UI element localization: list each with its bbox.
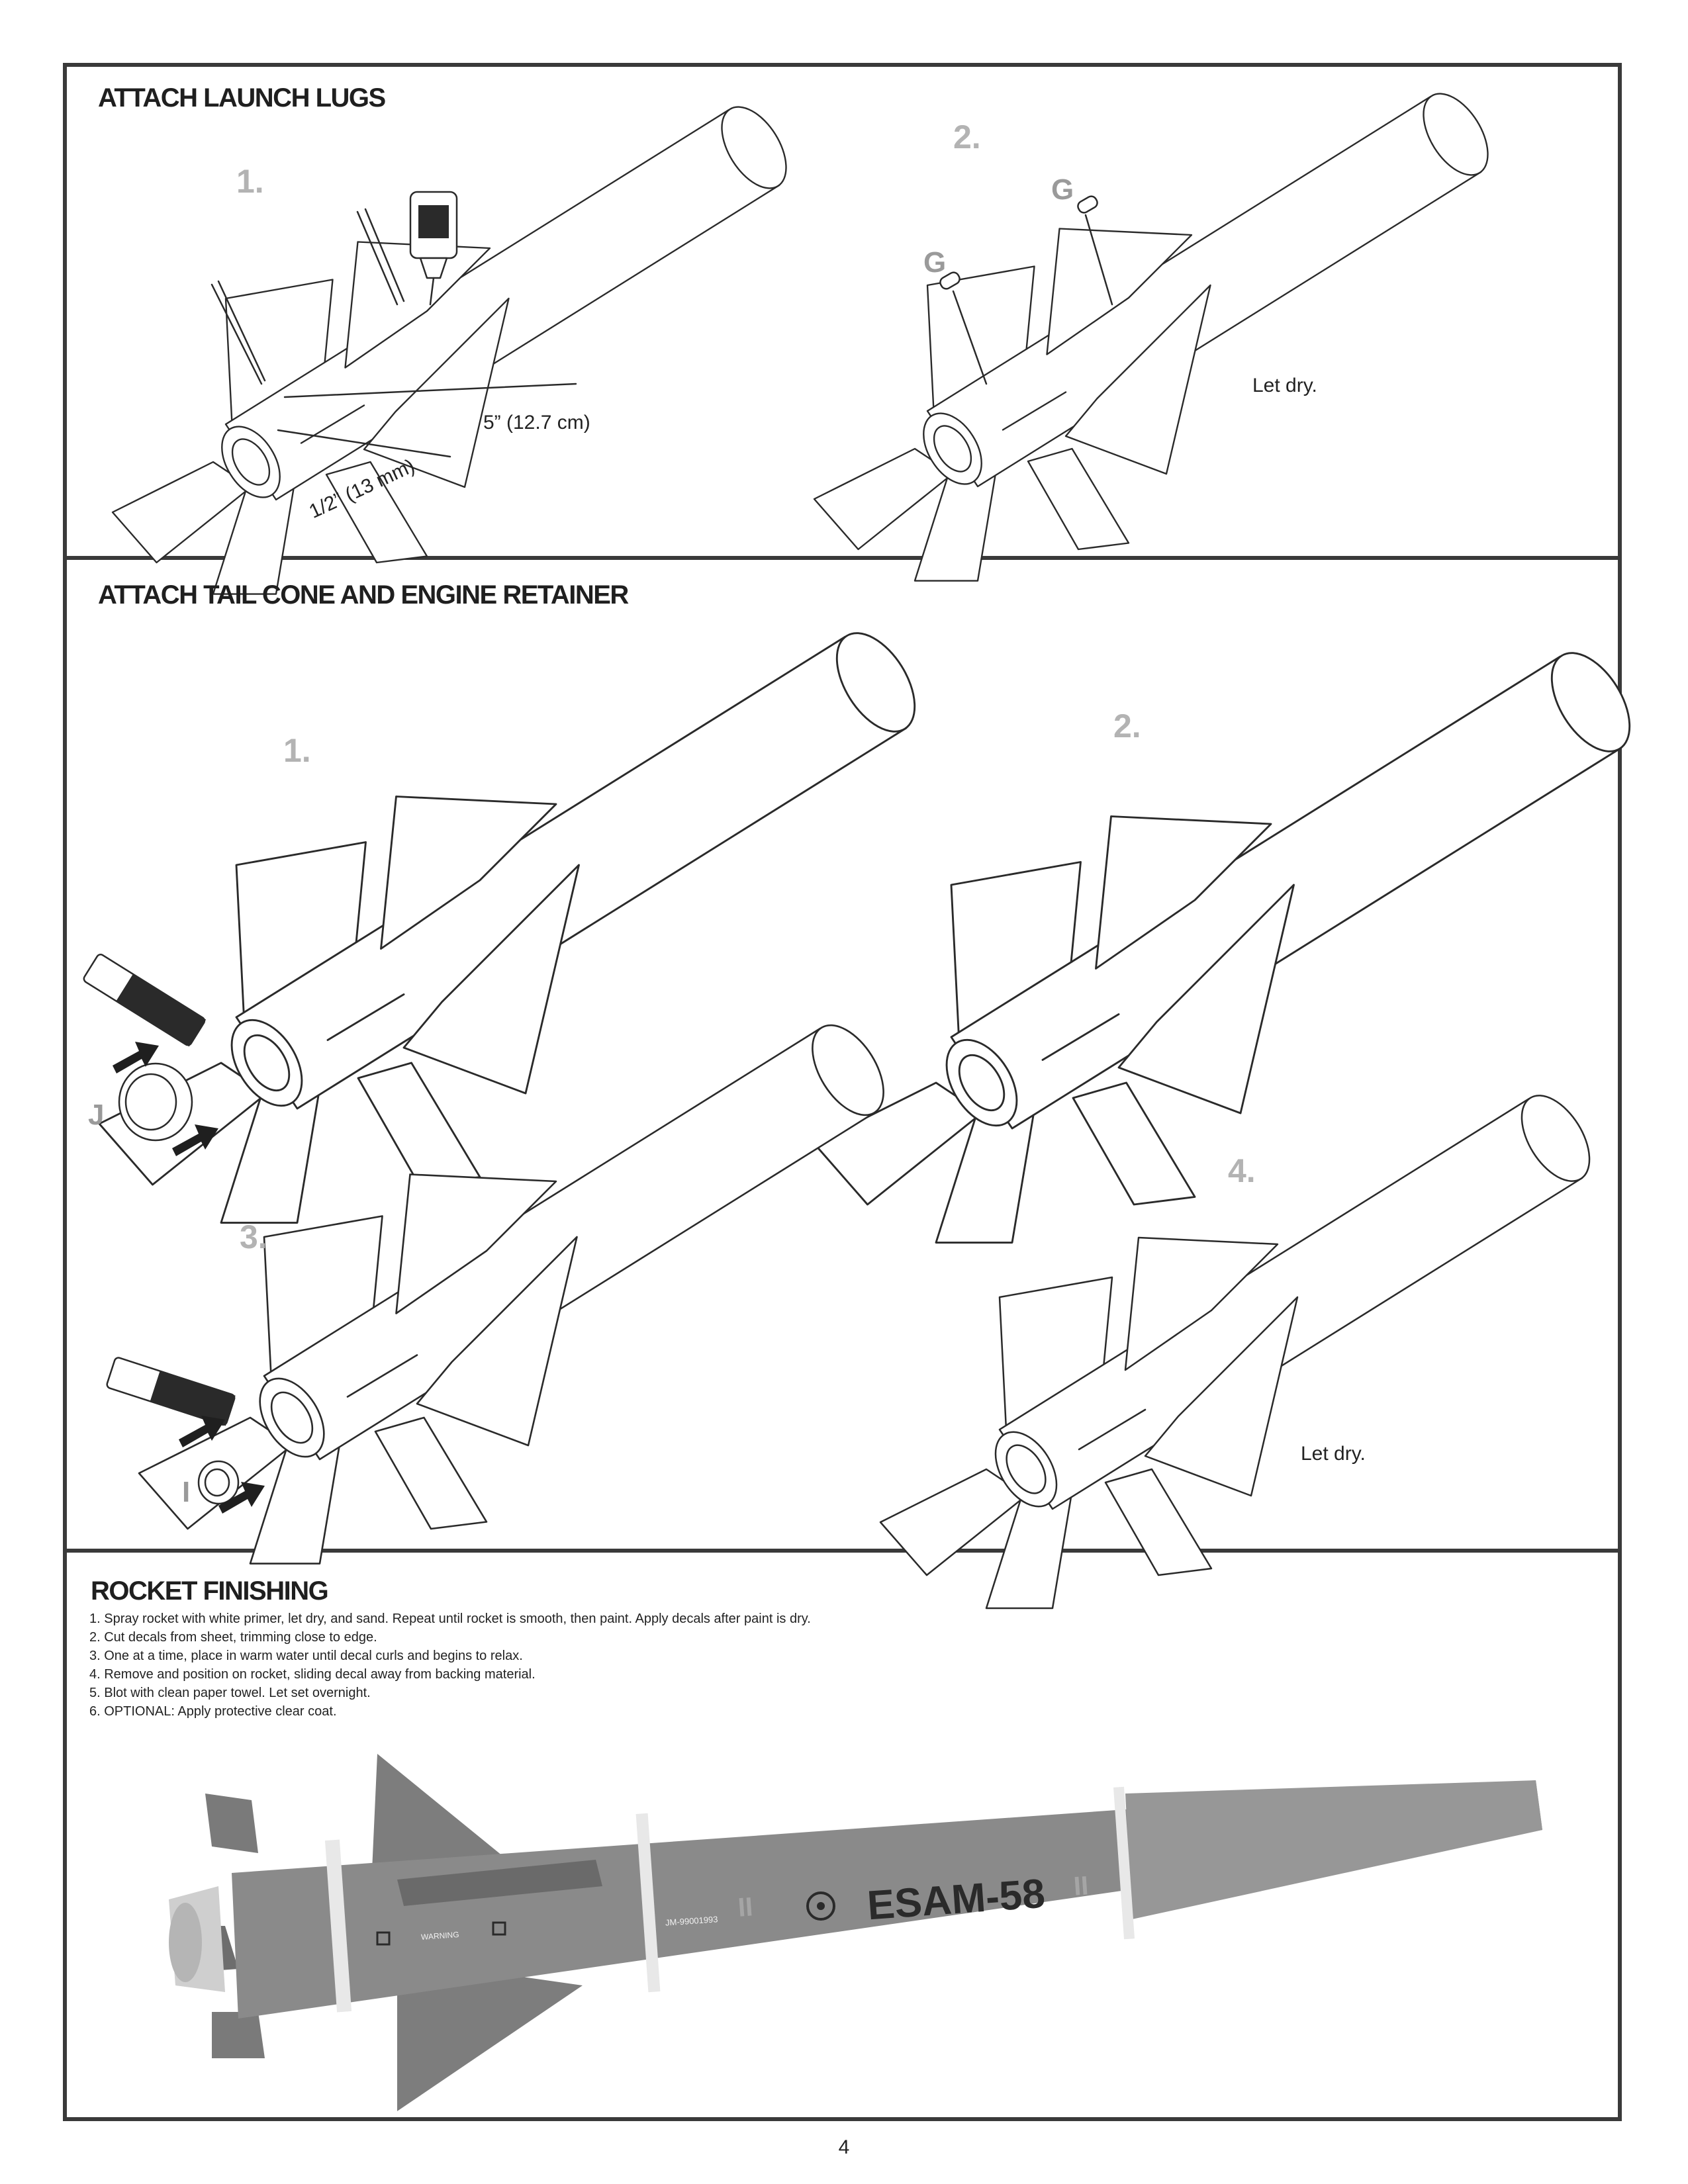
dimension-5in-label: 5” (12.7 cm) <box>483 412 590 433</box>
instruction-item: 1. Spray rocket with white primer, let d… <box>89 1612 811 1626</box>
section-divider-2 <box>63 1549 1622 1553</box>
glue-tube-1 <box>83 954 207 1047</box>
instruction-item: 3. One at a time, place in warm water un… <box>89 1649 523 1663</box>
section-title-launch-lugs: ATTACH LAUNCH LUGS <box>98 83 386 113</box>
tailcone-step-1-label: 1. <box>283 732 311 769</box>
glue-tube-2 <box>106 1357 236 1426</box>
stripe-mark-left: II <box>737 1892 754 1923</box>
part-i-label: I <box>182 1476 191 1508</box>
instruction-item: 4. Remove and position on rocket, slidin… <box>89 1667 536 1682</box>
section-title-rocket-finishing: ROCKET FINISHING <box>91 1576 329 1606</box>
lugs-let-dry-note: Let dry. <box>1252 375 1317 396</box>
lugs-step-2-label: 2. <box>953 118 981 156</box>
instruction-item: 5. Blot with clean paper towel. Let set … <box>89 1686 371 1700</box>
stripe-mark-right: II <box>1072 1871 1090 1901</box>
part-g-label-upper: G <box>1051 173 1074 206</box>
page-frame <box>63 63 1622 2121</box>
part-g-label-lower: G <box>923 246 947 279</box>
finished-rocket <box>169 1754 1542 2111</box>
instruction-item: 6. OPTIONAL: Apply protective clear coat… <box>89 1704 337 1719</box>
instruction-item: 2. Cut decals from sheet, trimming close… <box>89 1630 377 1645</box>
finishing-instructions: 1. Spray rocket with white primer, let d… <box>89 1610 811 1721</box>
tailcone-step-2-label: 2. <box>1113 707 1141 745</box>
section-divider-1 <box>63 556 1622 560</box>
tailcone-step-3-label: 3. <box>240 1218 267 1255</box>
tailcone-let-dry-note: Let dry. <box>1301 1443 1366 1465</box>
page-number: 4 <box>838 2136 850 2158</box>
section-title-tail-cone: ATTACH TAIL CONE AND ENGINE RETAINER <box>98 580 629 610</box>
tailcone-step-4-label: 4. <box>1228 1152 1256 1189</box>
part-j-label: J <box>88 1099 105 1131</box>
glue-bottle <box>409 191 458 306</box>
lugs-step-1-label: 1. <box>236 163 264 200</box>
